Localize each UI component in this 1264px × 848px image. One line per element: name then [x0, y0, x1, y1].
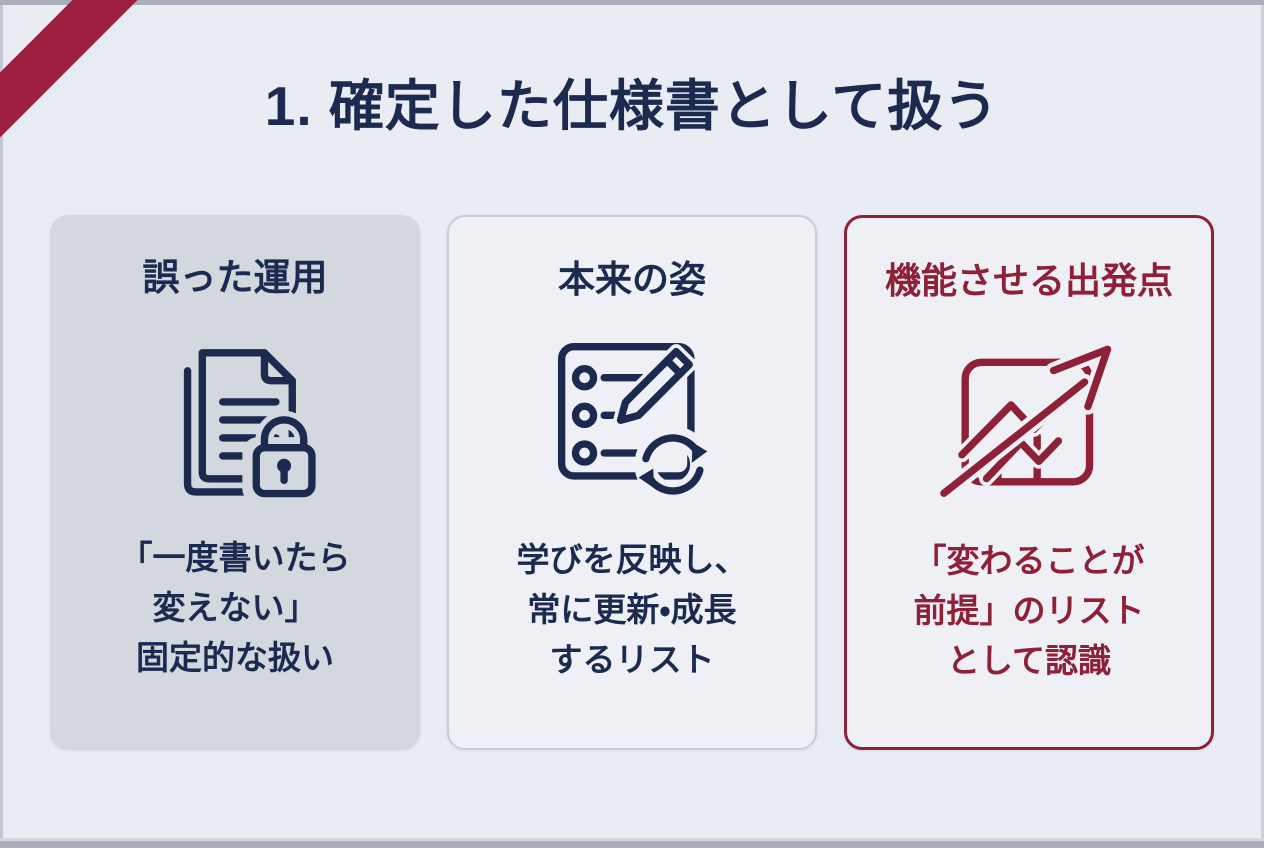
card-body-text: 学びを反映し、 常に更新・成長 するリスト — [449, 535, 815, 685]
bottom-edge-strip — [0, 838, 1264, 848]
card-wrong-usage: 誤った運用 — [50, 214, 420, 750]
card-body-text: 「一度書いたら 変えない」 固定的な扱い — [50, 533, 420, 683]
left-edge-strip — [0, 0, 3, 848]
cards-row: 誤った運用 — [0, 214, 1264, 750]
body-line: 「変わることが — [913, 541, 1145, 579]
body-line: 変えない」 — [152, 588, 318, 626]
card-heading: 誤った運用 — [142, 256, 328, 298]
body-line: するリスト — [549, 640, 715, 678]
body-line: 常に更新・成長 — [527, 590, 737, 628]
body-line: 「一度書いたら — [119, 538, 351, 576]
growth-chart-icon — [939, 340, 1116, 501]
right-edge-strip — [1261, 0, 1264, 848]
top-edge-strip — [0, 0, 1264, 5]
body-line: 固定的な扱い — [136, 638, 334, 676]
card-heading: 機能させる出発点 — [884, 259, 1173, 301]
page-title: 1. 確定した仕様書として扱う — [264, 75, 1000, 137]
card-heading: 本来の姿 — [558, 258, 706, 300]
body-line: 学びを反映し、 — [516, 540, 748, 578]
checklist-update-icon — [557, 342, 712, 503]
body-line: 前提」のリスト — [913, 591, 1145, 629]
body-line: として認識 — [946, 641, 1111, 679]
card-starting-point: 機能させる出発点 「変わることが 前提」のリスト として認 — [844, 214, 1214, 750]
locked-document-icon — [183, 348, 325, 504]
card-ideal-form: 本来の姿 — [447, 214, 817, 750]
card-body-text: 「変わることが 前提」のリスト として認識 — [847, 536, 1211, 686]
